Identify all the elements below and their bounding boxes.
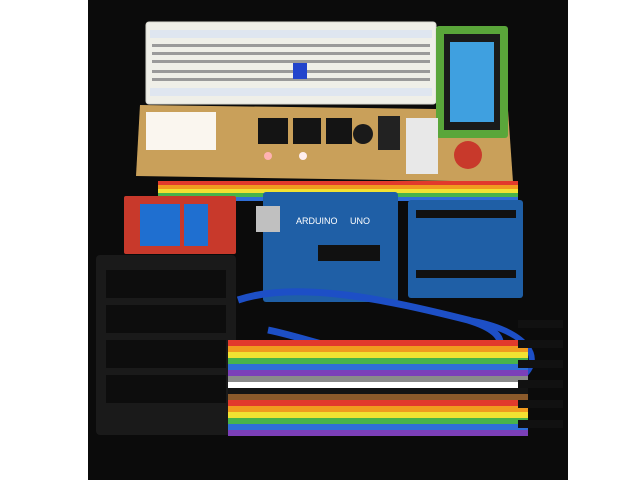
left-margin bbox=[0, 0, 88, 480]
arduino-uno-board: ARDUINO UNO bbox=[256, 192, 398, 302]
battery-holder bbox=[96, 255, 236, 435]
sensor-modules bbox=[146, 112, 482, 174]
lcd-module bbox=[436, 26, 508, 138]
sensor-shield bbox=[408, 200, 523, 298]
arduino-kit-photo: ARDUINO UNO bbox=[88, 0, 568, 480]
right-margin bbox=[568, 0, 640, 480]
board-brand-text: ARDUINO bbox=[296, 216, 338, 226]
potentiometer bbox=[293, 63, 307, 79]
rgb-led-module bbox=[454, 141, 482, 169]
servo-horns bbox=[146, 112, 216, 150]
breadboard bbox=[145, 21, 437, 105]
kit-illustration: ARDUINO UNO bbox=[96, 21, 563, 436]
board-model-text: UNO bbox=[350, 216, 370, 226]
jumper-wires bbox=[228, 340, 528, 436]
relay-module bbox=[124, 196, 236, 254]
wire-tips bbox=[518, 320, 563, 428]
